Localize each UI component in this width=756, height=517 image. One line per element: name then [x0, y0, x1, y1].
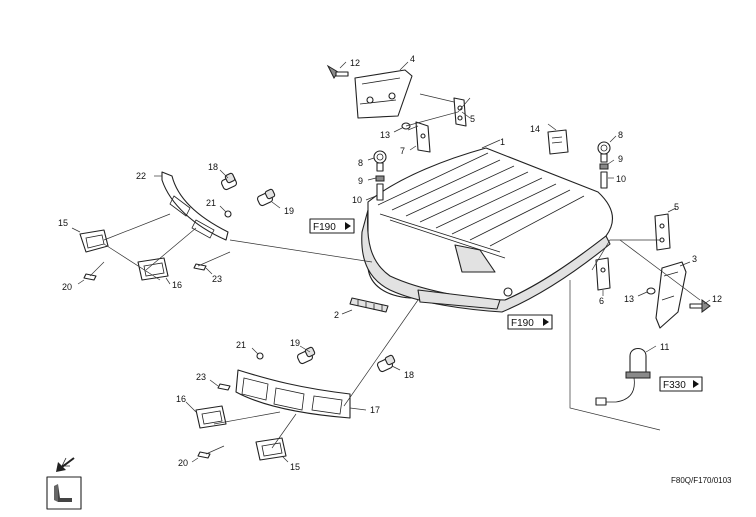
- reference-box-f190-left: F190: [309, 218, 355, 234]
- grommet-21-lower: [256, 352, 264, 360]
- bracket-plate-5-right: [654, 213, 671, 251]
- callout-10-left: 10: [352, 195, 362, 205]
- callout-2: 2: [334, 310, 339, 320]
- bulb-18-upper: [220, 172, 238, 191]
- callout-9-right: 9: [618, 154, 623, 164]
- callout-10-right: 10: [616, 174, 626, 184]
- reference-box-f330: F330: [659, 376, 703, 392]
- bracket-plate-5-top: [453, 97, 467, 127]
- callout-16-upper: 16: [172, 280, 182, 290]
- lens-15-lower: [255, 437, 287, 461]
- callout-12-top: 12: [350, 58, 360, 68]
- callout-22: 22: [136, 171, 146, 181]
- reference-label: F330: [663, 380, 686, 391]
- canopy-bracket-4: [354, 69, 413, 119]
- callouts: 1 2 3 4 5 5 6 7 8 8 9 9 10 10 11 12 12 1…: [58, 54, 722, 472]
- callout-21-upper: 21: [206, 198, 216, 208]
- stud-10-left: [376, 183, 384, 201]
- bulb-18-lower: [376, 354, 396, 373]
- label-plate-14: [547, 129, 569, 155]
- callout-17: 17: [370, 405, 380, 415]
- reference-label: F190: [511, 318, 534, 329]
- nut-9-right: [599, 163, 609, 170]
- callout-15-lower: 15: [290, 462, 300, 472]
- callout-18-upper: 18: [208, 162, 218, 172]
- callout-7: 7: [400, 146, 405, 156]
- lamp-housing-22: [161, 171, 229, 241]
- eye-bolt-8-right: [597, 141, 611, 163]
- screw-20-upper: [83, 273, 97, 281]
- lens-16-lower: [195, 405, 227, 429]
- beacon-lamp-11: [595, 347, 651, 406]
- callout-5-right: 5: [674, 202, 679, 212]
- callout-15-upper: 15: [58, 218, 68, 228]
- washer-13-right: [646, 287, 656, 295]
- lamp-housing-17: [235, 369, 351, 419]
- callout-20-upper: 20: [62, 282, 72, 292]
- arrow-down-left-icon: [56, 457, 75, 472]
- callout-8-left: 8: [358, 158, 363, 168]
- callout-11: 11: [660, 342, 669, 352]
- drawing-code: F80Q/F170/0103: [671, 476, 732, 485]
- lamp-bracket-2: [349, 297, 389, 313]
- reference-label: F190: [313, 222, 336, 233]
- callout-13-right: 13: [624, 294, 634, 304]
- grommet-21-upper: [224, 210, 232, 218]
- side-bracket-3: [655, 261, 687, 329]
- lens-16-upper: [137, 257, 169, 281]
- callout-19-upper: 19: [284, 206, 294, 216]
- callout-23-lower: 23: [196, 372, 206, 382]
- screw-23-upper: [193, 263, 207, 271]
- callout-21-lower: 21: [236, 340, 246, 350]
- callout-16-lower: 16: [176, 394, 186, 404]
- overhead-guard-canopy: [361, 147, 613, 313]
- callout-5-top: 5: [470, 114, 475, 124]
- callout-8-right: 8: [618, 130, 623, 140]
- callout-14: 14: [530, 124, 540, 134]
- callout-19-lower: 19: [290, 338, 300, 348]
- bracket-plate-7: [415, 121, 431, 153]
- callout-18-lower: 18: [404, 370, 414, 380]
- callout-6: 6: [599, 296, 604, 306]
- nut-9-left: [375, 175, 385, 182]
- callout-12-right: 12: [712, 294, 722, 304]
- callout-4: 4: [410, 54, 415, 64]
- bracket-plate-6: [595, 257, 611, 291]
- screw-23-lower: [217, 383, 231, 391]
- operator-seat-icon: [46, 476, 82, 510]
- callout-13-top: 13: [380, 130, 390, 140]
- callout-9-left: 9: [358, 176, 363, 186]
- callout-23-upper: 23: [212, 274, 222, 284]
- bulb-19-upper: [256, 188, 276, 207]
- reference-lines: [89, 93, 701, 455]
- reference-box-f190-right: F190: [507, 314, 553, 330]
- callout-3: 3: [692, 254, 697, 264]
- lens-15-upper: [79, 229, 109, 253]
- eye-bolt-8-left: [373, 150, 387, 172]
- stud-10-right: [600, 171, 608, 189]
- callout-1: 1: [500, 137, 505, 147]
- callout-20-lower: 20: [178, 458, 188, 468]
- wing-bolt-12-top: [326, 64, 349, 79]
